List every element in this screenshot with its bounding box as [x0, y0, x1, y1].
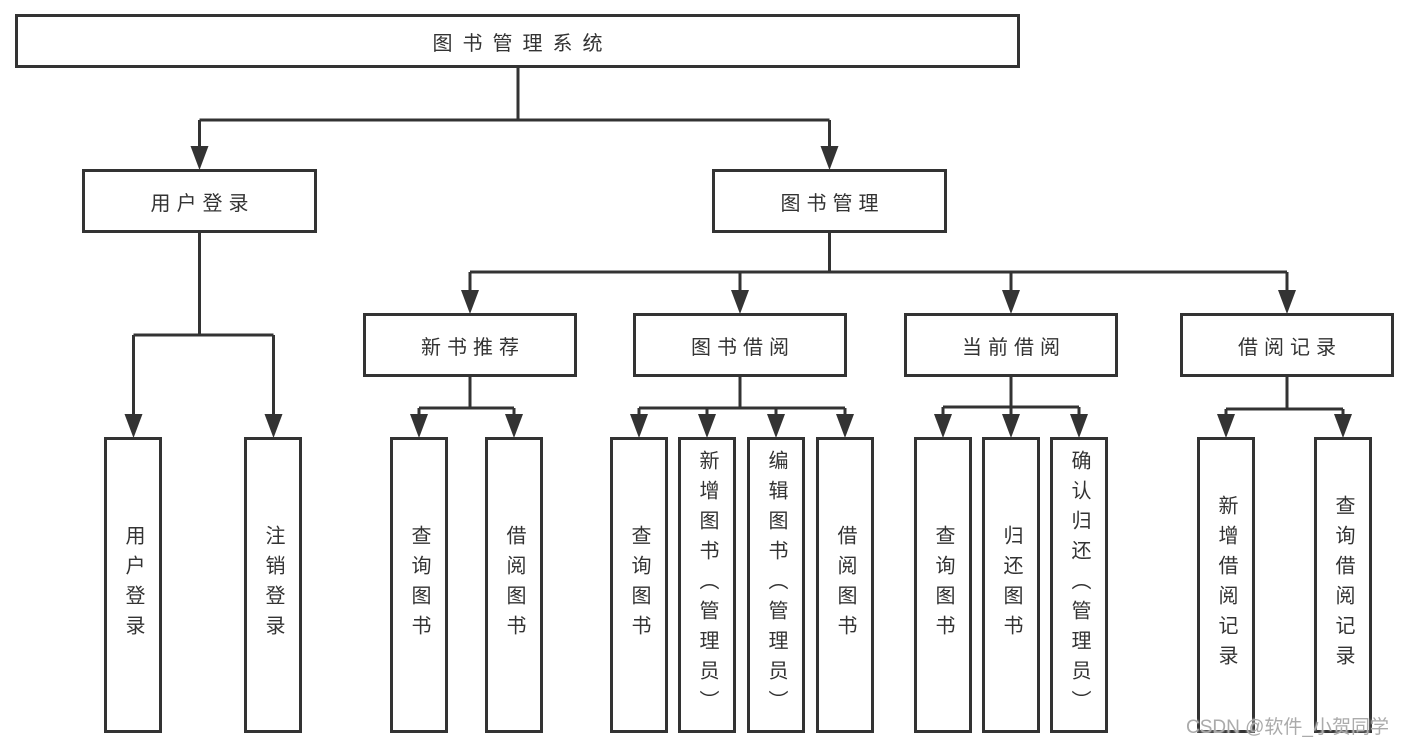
- node-root: 图书管理系统: [15, 14, 1020, 68]
- node-book-borrow: 图书借阅: [633, 313, 847, 377]
- leaf-logout: 注销登录: [244, 437, 302, 733]
- leaf-newbook-query: 查询图书: [390, 437, 448, 733]
- leaf-user-login: 用户登录: [104, 437, 162, 733]
- leaf-record-query: 查询借阅记录: [1314, 437, 1372, 733]
- node-book-borrow-label: 图书借阅: [691, 336, 795, 359]
- leaf-logout-label: 注销登录: [262, 525, 284, 645]
- leaf-current-confirm: 确认归还（管理员）: [1050, 437, 1108, 733]
- leaf-newbook-borrow: 借阅图书: [485, 437, 543, 733]
- leaf-borrow-edit-label: 编辑图书（管理员）: [765, 450, 787, 720]
- leaf-current-confirm-label: 确认归还（管理员）: [1068, 450, 1090, 720]
- leaf-record-query-label: 查询借阅记录: [1332, 495, 1354, 675]
- leaf-borrow-query-label: 查询图书: [628, 525, 650, 645]
- node-borrow-records: 借阅记录: [1180, 313, 1394, 377]
- node-borrow-records-label: 借阅记录: [1238, 336, 1342, 359]
- leaf-newbook-borrow-label: 借阅图书: [503, 525, 525, 645]
- leaf-newbook-query-label: 查询图书: [408, 525, 430, 645]
- leaf-borrow-borrow: 借阅图书: [816, 437, 874, 733]
- node-new-book-recommend: 新书推荐: [363, 313, 577, 377]
- leaf-current-return: 归还图书: [982, 437, 1040, 733]
- leaf-record-add: 新增借阅记录: [1197, 437, 1255, 733]
- node-root-label: 图书管理系统: [432, 32, 613, 55]
- node-book-management-label: 图书管理: [780, 192, 885, 215]
- leaf-borrow-query: 查询图书: [610, 437, 668, 733]
- node-user-login: 用户登录: [82, 169, 317, 233]
- node-current-borrow: 当前借阅: [904, 313, 1118, 377]
- leaf-borrow-add: 新增图书（管理员）: [678, 437, 736, 733]
- connector-paths: [132, 68, 1345, 416]
- leaf-current-query-label: 查询图书: [932, 525, 954, 645]
- leaf-borrow-add-label: 新增图书（管理员）: [696, 450, 718, 720]
- arrowheads: [124, 146, 1352, 438]
- leaf-current-query: 查询图书: [914, 437, 972, 733]
- csdn-watermark: CSDN @软件_小贺同学: [1186, 717, 1389, 738]
- node-user-login-label: 用户登录: [150, 192, 255, 215]
- leaf-record-add-label: 新增借阅记录: [1215, 495, 1237, 675]
- node-book-management: 图书管理: [712, 169, 947, 233]
- node-current-borrow-label: 当前借阅: [962, 336, 1066, 359]
- leaf-user-login-label: 用户登录: [122, 525, 144, 645]
- leaf-current-return-label: 归还图书: [1000, 525, 1022, 645]
- node-new-book-recommend-label: 新书推荐: [421, 336, 525, 359]
- leaf-borrow-borrow-label: 借阅图书: [834, 525, 856, 645]
- leaf-borrow-edit: 编辑图书（管理员）: [747, 437, 805, 733]
